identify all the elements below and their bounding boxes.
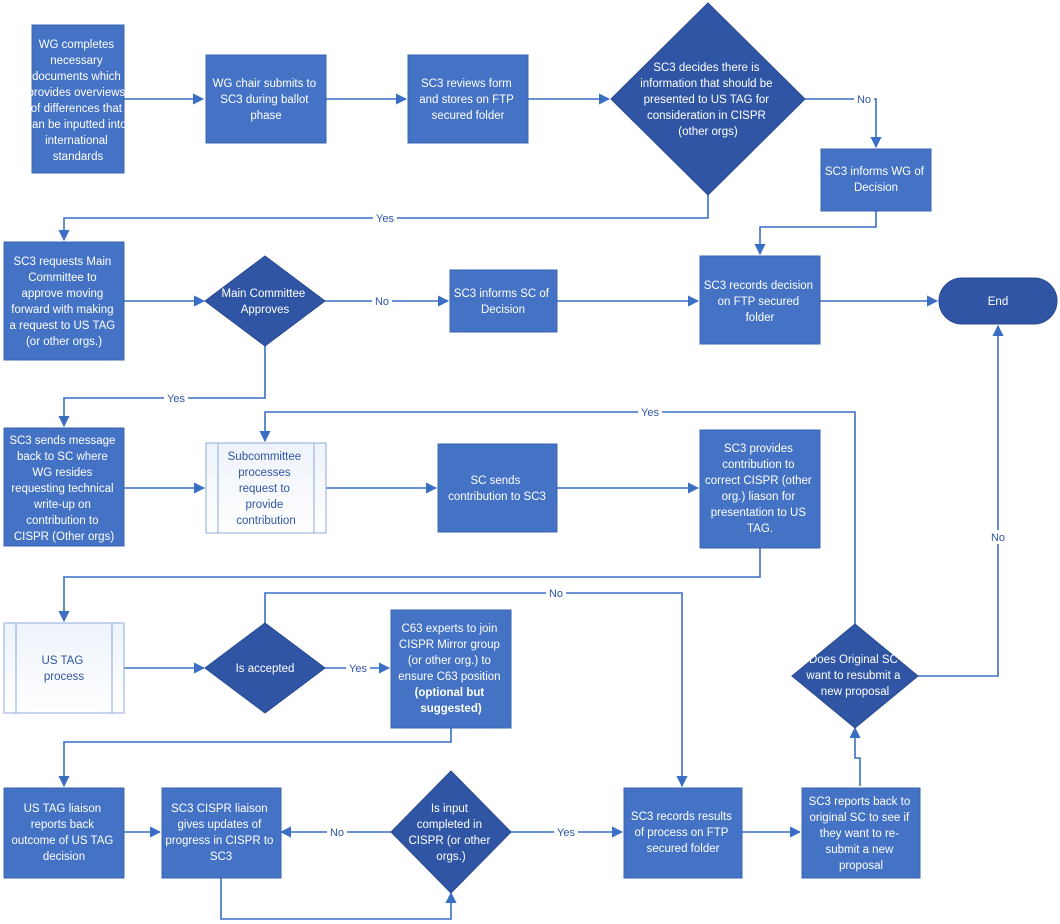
svg-text:SC3 decides there is inf: SC3 decides there is information that sh… — [640, 62, 776, 138]
svg-text:Subcommittee processes: Subcommittee processes request to provid… — [228, 451, 305, 527]
svg-text:Is input completed in: Is input completed in CISPR (or other or… — [408, 803, 493, 863]
node-sc3-cispr-liaison: SC3 CISPR liaison gives updates of progr… — [161, 787, 282, 879]
node-sc3-sends-message: SC3 sends message back to SC where WG re… — [3, 427, 125, 547]
svg-text:SC3 reviews form and sto: SC3 reviews form and stores on FTP secur… — [419, 78, 517, 122]
svg-text:Does Original SC want to: Does Original SC want to resubmit a new … — [805, 654, 903, 698]
node-is-input-completed: Is input completed in CISPR (or other or… — [390, 770, 512, 894]
svg-text:US TAG process: US TAG process — [42, 655, 87, 683]
node-end: End — [938, 277, 1058, 325]
svg-text:SC sends contribution to: SC sends contribution to SC3 — [448, 475, 546, 503]
svg-text:WG completes necessary: WG completes necessary documents which p… — [26, 39, 130, 163]
edge-label-input-no: No — [330, 827, 344, 839]
svg-text:End: End — [988, 296, 1008, 308]
edge-cispr-liaison-to-input — [220, 878, 457, 920]
edge-label-decides-yes: Yes — [376, 213, 394, 225]
edge-label-main-yes: Yes — [167, 393, 185, 405]
node-sc3-informs-wg: SC3 informs WG of Decision — [820, 148, 932, 212]
node-sc3-records-decision: SC3 records decision on FTP secured fold… — [699, 255, 821, 345]
svg-text:SC3 provides contributio: SC3 provides contribution to correct CIS… — [705, 443, 815, 535]
edge-label-main-no: No — [375, 296, 389, 308]
edge-label-accepted-no: No — [549, 588, 563, 600]
node-wg-completes: WG completes necessary documents which p… — [26, 24, 130, 174]
node-sc3-informs-sc: SC3 informs SC of Decision — [449, 269, 558, 333]
svg-text:SC3 records results of p: SC3 records results of process on FTP se… — [631, 811, 735, 855]
svg-text:SC3 reports back to orig: SC3 reports back to original SC to see i… — [809, 796, 914, 872]
edge-accepted-no — [264, 592, 688, 788]
node-sc3-records-results: SC3 records results of process on FTP se… — [623, 787, 743, 879]
node-sc3-reviews-form: SC3 reviews form and stores on FTP secur… — [407, 54, 529, 144]
edge-informs-wg-to-records — [754, 211, 877, 256]
edge-resubmit-no — [918, 324, 1004, 677]
svg-text:C63 experts to join CISP: C63 experts to join CISPR Mirror group (… — [398, 623, 504, 715]
node-us-tag-process: US TAG process — [3, 622, 125, 714]
node-sc-sends-contribution: SC sends contribution to SC3 — [437, 443, 558, 533]
node-is-accepted: Is accepted — [204, 622, 326, 714]
svg-text:US TAG liaison reports b: US TAG liaison reports back outcome of U… — [11, 803, 116, 863]
node-us-tag-liaison: US TAG liaison reports back outcome of U… — [3, 787, 125, 879]
node-c63-experts: C63 experts to join CISPR Mirror group (… — [390, 609, 512, 729]
svg-text:SC3 informs SC of Decisi: SC3 informs SC of Decision — [454, 288, 552, 316]
svg-text:SC3 records decision on: SC3 records decision on FTP secured fold… — [704, 280, 817, 324]
edge-label-resubmit-yes: Yes — [641, 407, 659, 419]
node-sc3-decides: SC3 decides there is information that sh… — [610, 2, 806, 196]
edge-provides-to-ustag — [58, 548, 761, 623]
node-wg-chair-submits: WG chair submits to SC3 during ballot ph… — [205, 54, 327, 144]
edge-c63-to-liaison — [58, 728, 452, 788]
node-subcommittee-processes: Subcommittee processes request to provid… — [205, 442, 327, 534]
node-sc3-provides-contribution: SC3 provides contribution to correct CIS… — [699, 429, 821, 549]
svg-text:SC3 informs WG of Decisi: SC3 informs WG of Decision — [825, 166, 927, 194]
node-sc3-reports-back: SC3 reports back to original SC to see i… — [801, 787, 921, 879]
edge-label-accepted-yes: Yes — [349, 663, 367, 675]
edge-decides-no — [805, 98, 882, 149]
svg-text:SC3 requests Main Commit: SC3 requests Main Committee to approve m… — [10, 256, 119, 348]
svg-text:Main Committee Approves: Main Committee Approves — [222, 288, 309, 316]
svg-text:Is accepted: Is accepted — [236, 663, 295, 675]
svg-text:SC3 CISPR liaison gives: SC3 CISPR liaison gives updates of progr… — [165, 803, 276, 863]
node-main-committee-approves: Main Committee Approves — [204, 255, 326, 347]
node-does-original-sc: Does Original SC want to resubmit a new … — [791, 623, 919, 729]
edge-reports-to-resubmit — [849, 726, 861, 786]
edge-label-resubmit-no: No — [991, 532, 1005, 544]
edge-label-input-yes: Yes — [557, 827, 575, 839]
node-sc3-requests-main: SC3 requests Main Committee to approve m… — [3, 241, 125, 361]
svg-text:WG chair submits to SC3: WG chair submits to SC3 during ballot ph… — [213, 78, 320, 122]
edge-resubmit-yes — [259, 411, 856, 624]
svg-text:SC3 sends message back t: SC3 sends message back to SC where WG re… — [9, 435, 118, 543]
edge-label-decides-no: No — [857, 94, 871, 106]
